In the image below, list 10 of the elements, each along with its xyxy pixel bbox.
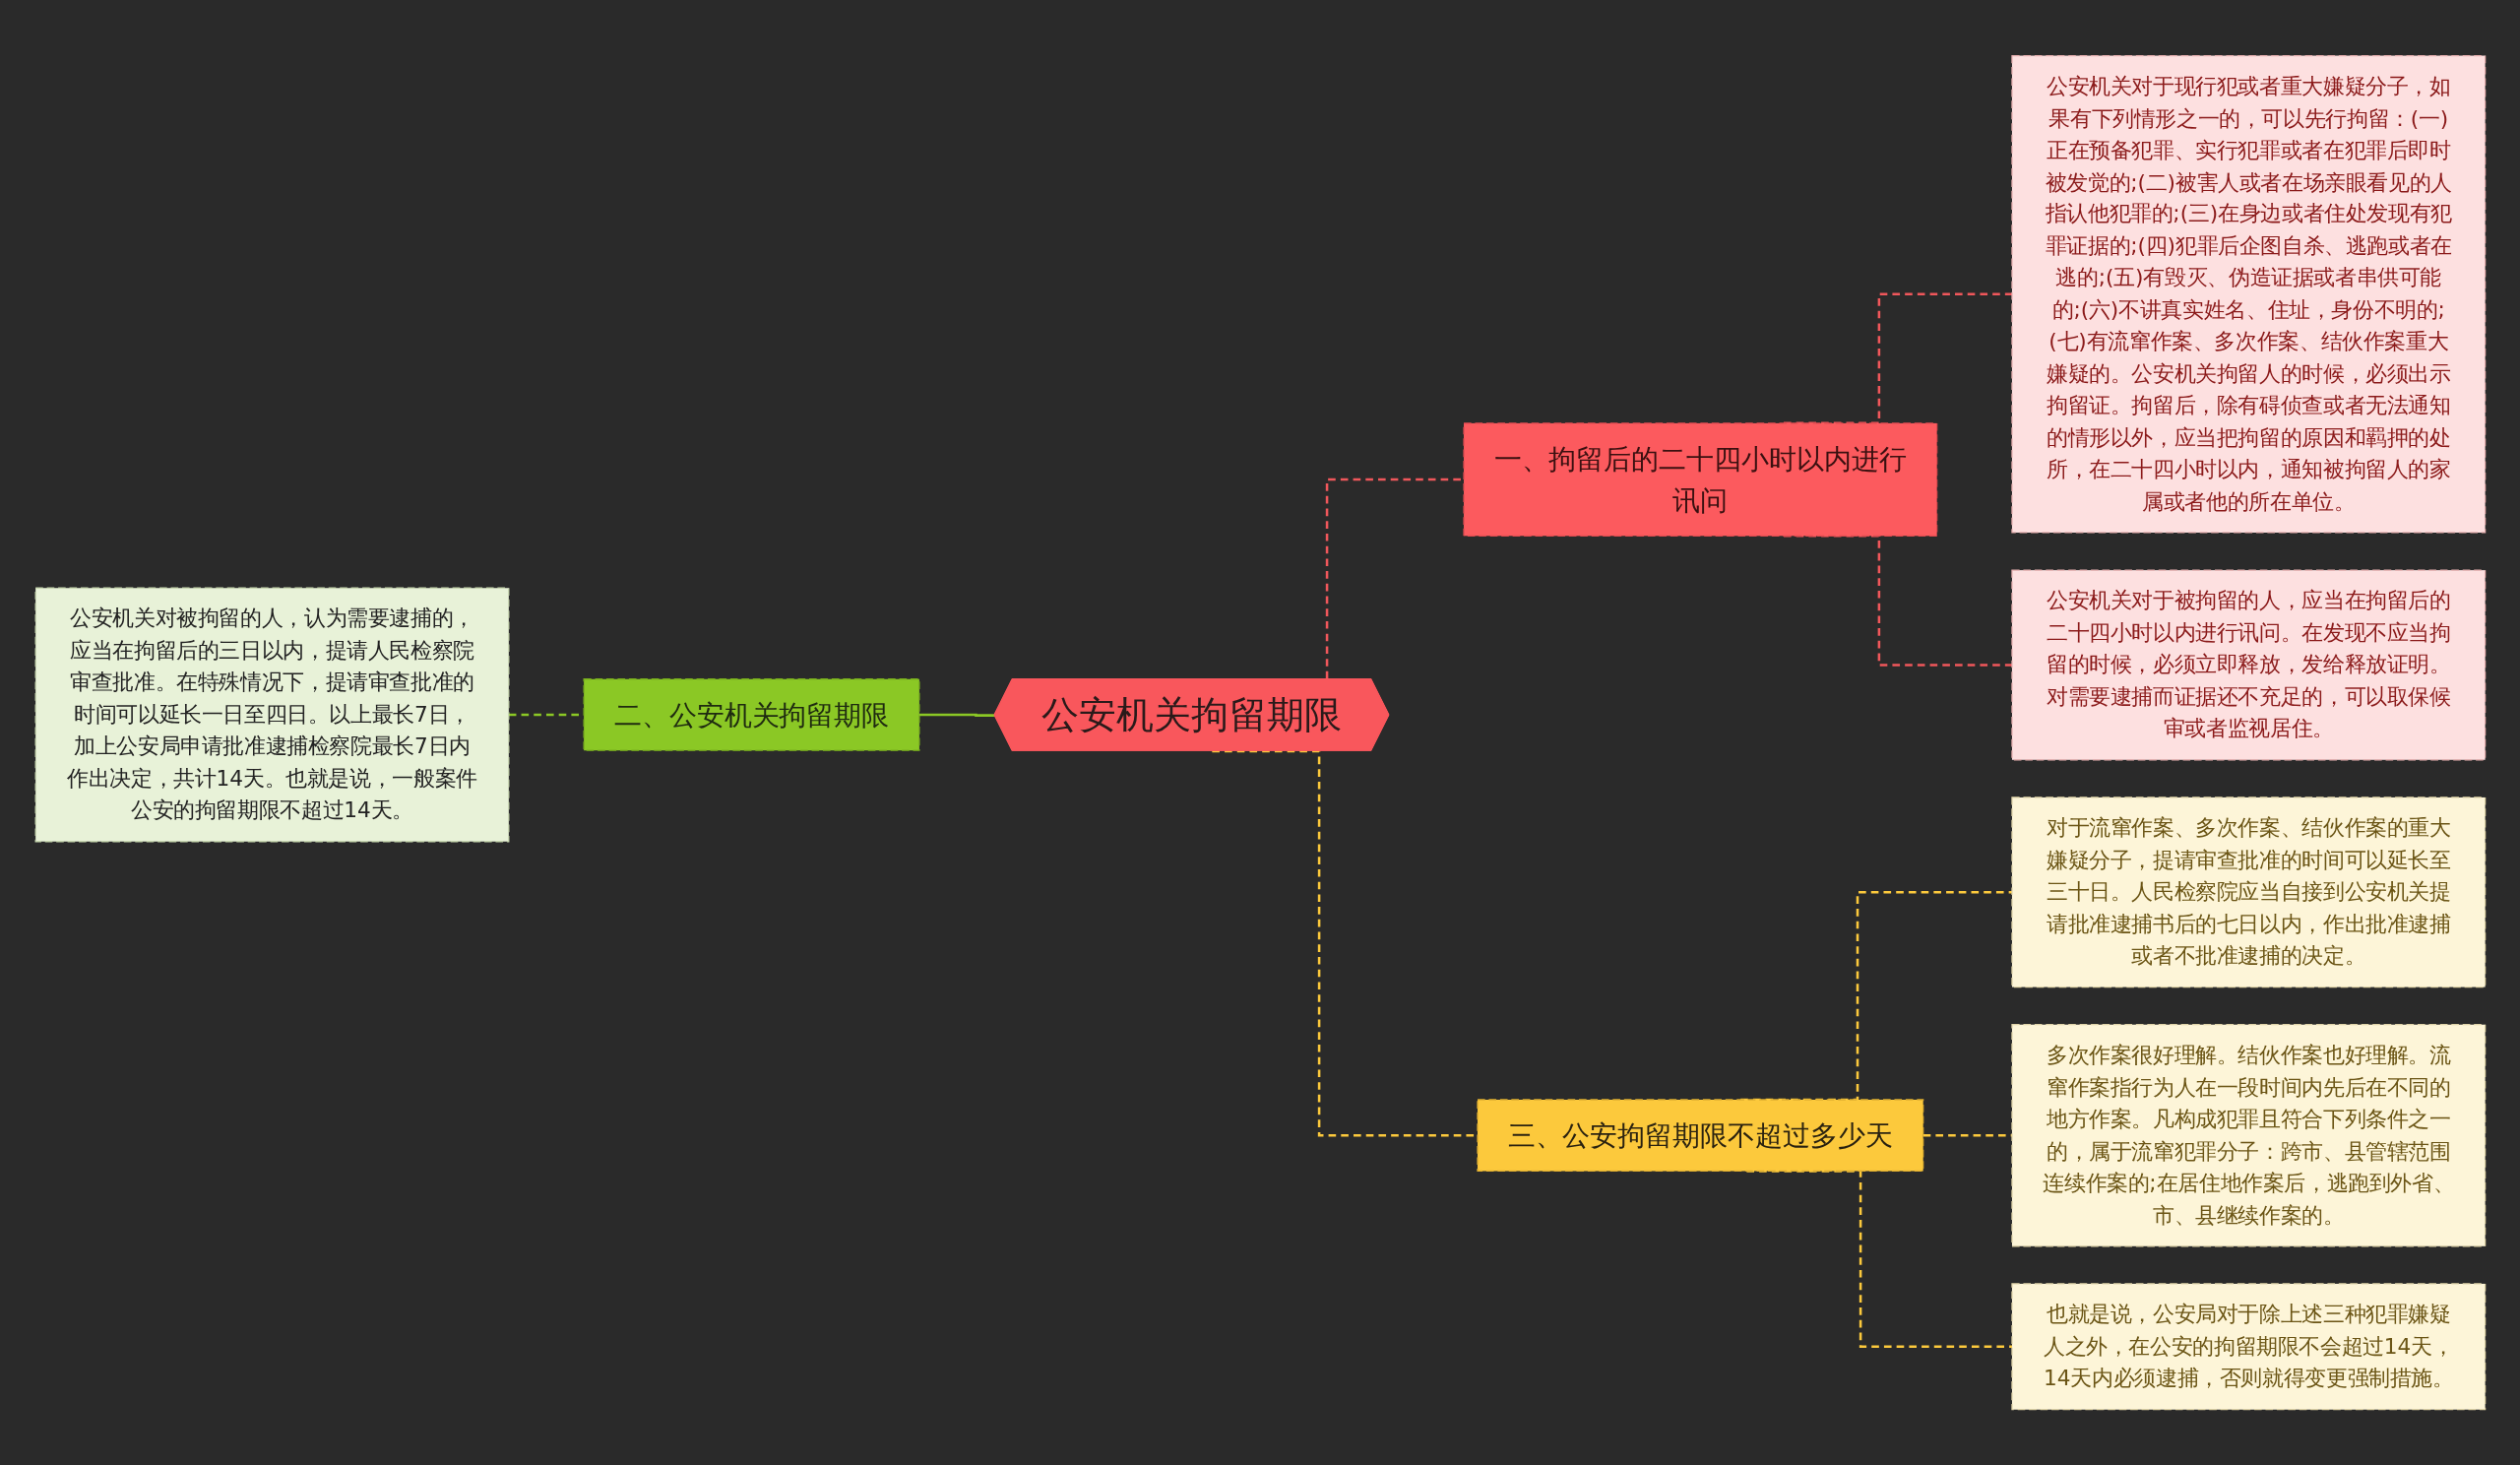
node-box: 公安机关对被拘留的人，认为需要逮捕的，应当在拘留后的三日以内，提请人民检察院审查批准。在特殊情况下，提请审查批准的时间可以延长一日至四日。以上最长7日，加上公安局申请批准逮捕检察院最长7日内作出决定，共计14天。也就是说，一般案件公安的拘留期限不超过14天。: [34, 587, 510, 843]
node-box: 一、拘留后的二十四小时以内进行讯问: [1463, 422, 1937, 537]
node-box: 公安机关对于现行犯或者重大嫌疑分子，如果有下列情形之一的，可以先行拘留：(一)正在预备犯罪、实行犯罪或者在犯罪后即时被发觉的;(二)被害人或者在场亲眼看见的人指认他犯罪的;(三)在身边或者住处发现有犯罪证据的;(四)犯罪后企图自杀、逃跑或者在逃的;(五)有毁灭、伪造证据或者串供可能的;(六)不讲真实姓名、住址，身份不明的;(七)有流窜作案、多次作案、结伙作案重大嫌疑的。公安机关拘留人的时候，必须出示拘留证。拘留后，除有碍侦查或者无法通知的情形以外，应当把拘留的原因和羁押的处所，在二十四小时以内，通知被拘留人的家属或者他的所在单位。: [2010, 54, 2486, 534]
connector: [918, 713, 995, 717]
node-box: 公安机关对于被拘留的人，应当在拘留后的二十四小时以内进行讯问。在发现不应当拘留的时候，必须立即释放，发给释放证明。对需要逮捕而证据还不充足的，可以取保候审或者监视居住。: [2010, 569, 2486, 761]
node-box: 多次作案很好理解。结伙作案也好理解。流窜作案指行为人在一段时间内先后在不同的地方作案。凡构成犯罪且符合下列条件之一的，属于流窜犯罪分子：跨市、县管辖范围连续作案的;在居住地作案后，逃跑到外省、市、县继续作案的。: [2010, 1023, 2486, 1247]
node-box: 对于流窜作案、多次作案、结伙作案的重大嫌疑分子，提请审查批准的时间可以延长至三十日。人民检察院应当自接到公安机关提请批准逮捕书后的七日以内，作出批准逮捕或者不批准逮捕的决定。: [2010, 796, 2486, 988]
node-box: 三、公安拘留期限不超过多少天: [1476, 1099, 1923, 1172]
node-box: 也就是说，公安局对于除上述三种犯罪嫌疑人之外，在公安的拘留期限不会超过14天，14天内必须逮捕，否则就得变更强制措施。: [2010, 1283, 2486, 1411]
node-box: 二、公安机关拘留期限: [583, 678, 920, 751]
